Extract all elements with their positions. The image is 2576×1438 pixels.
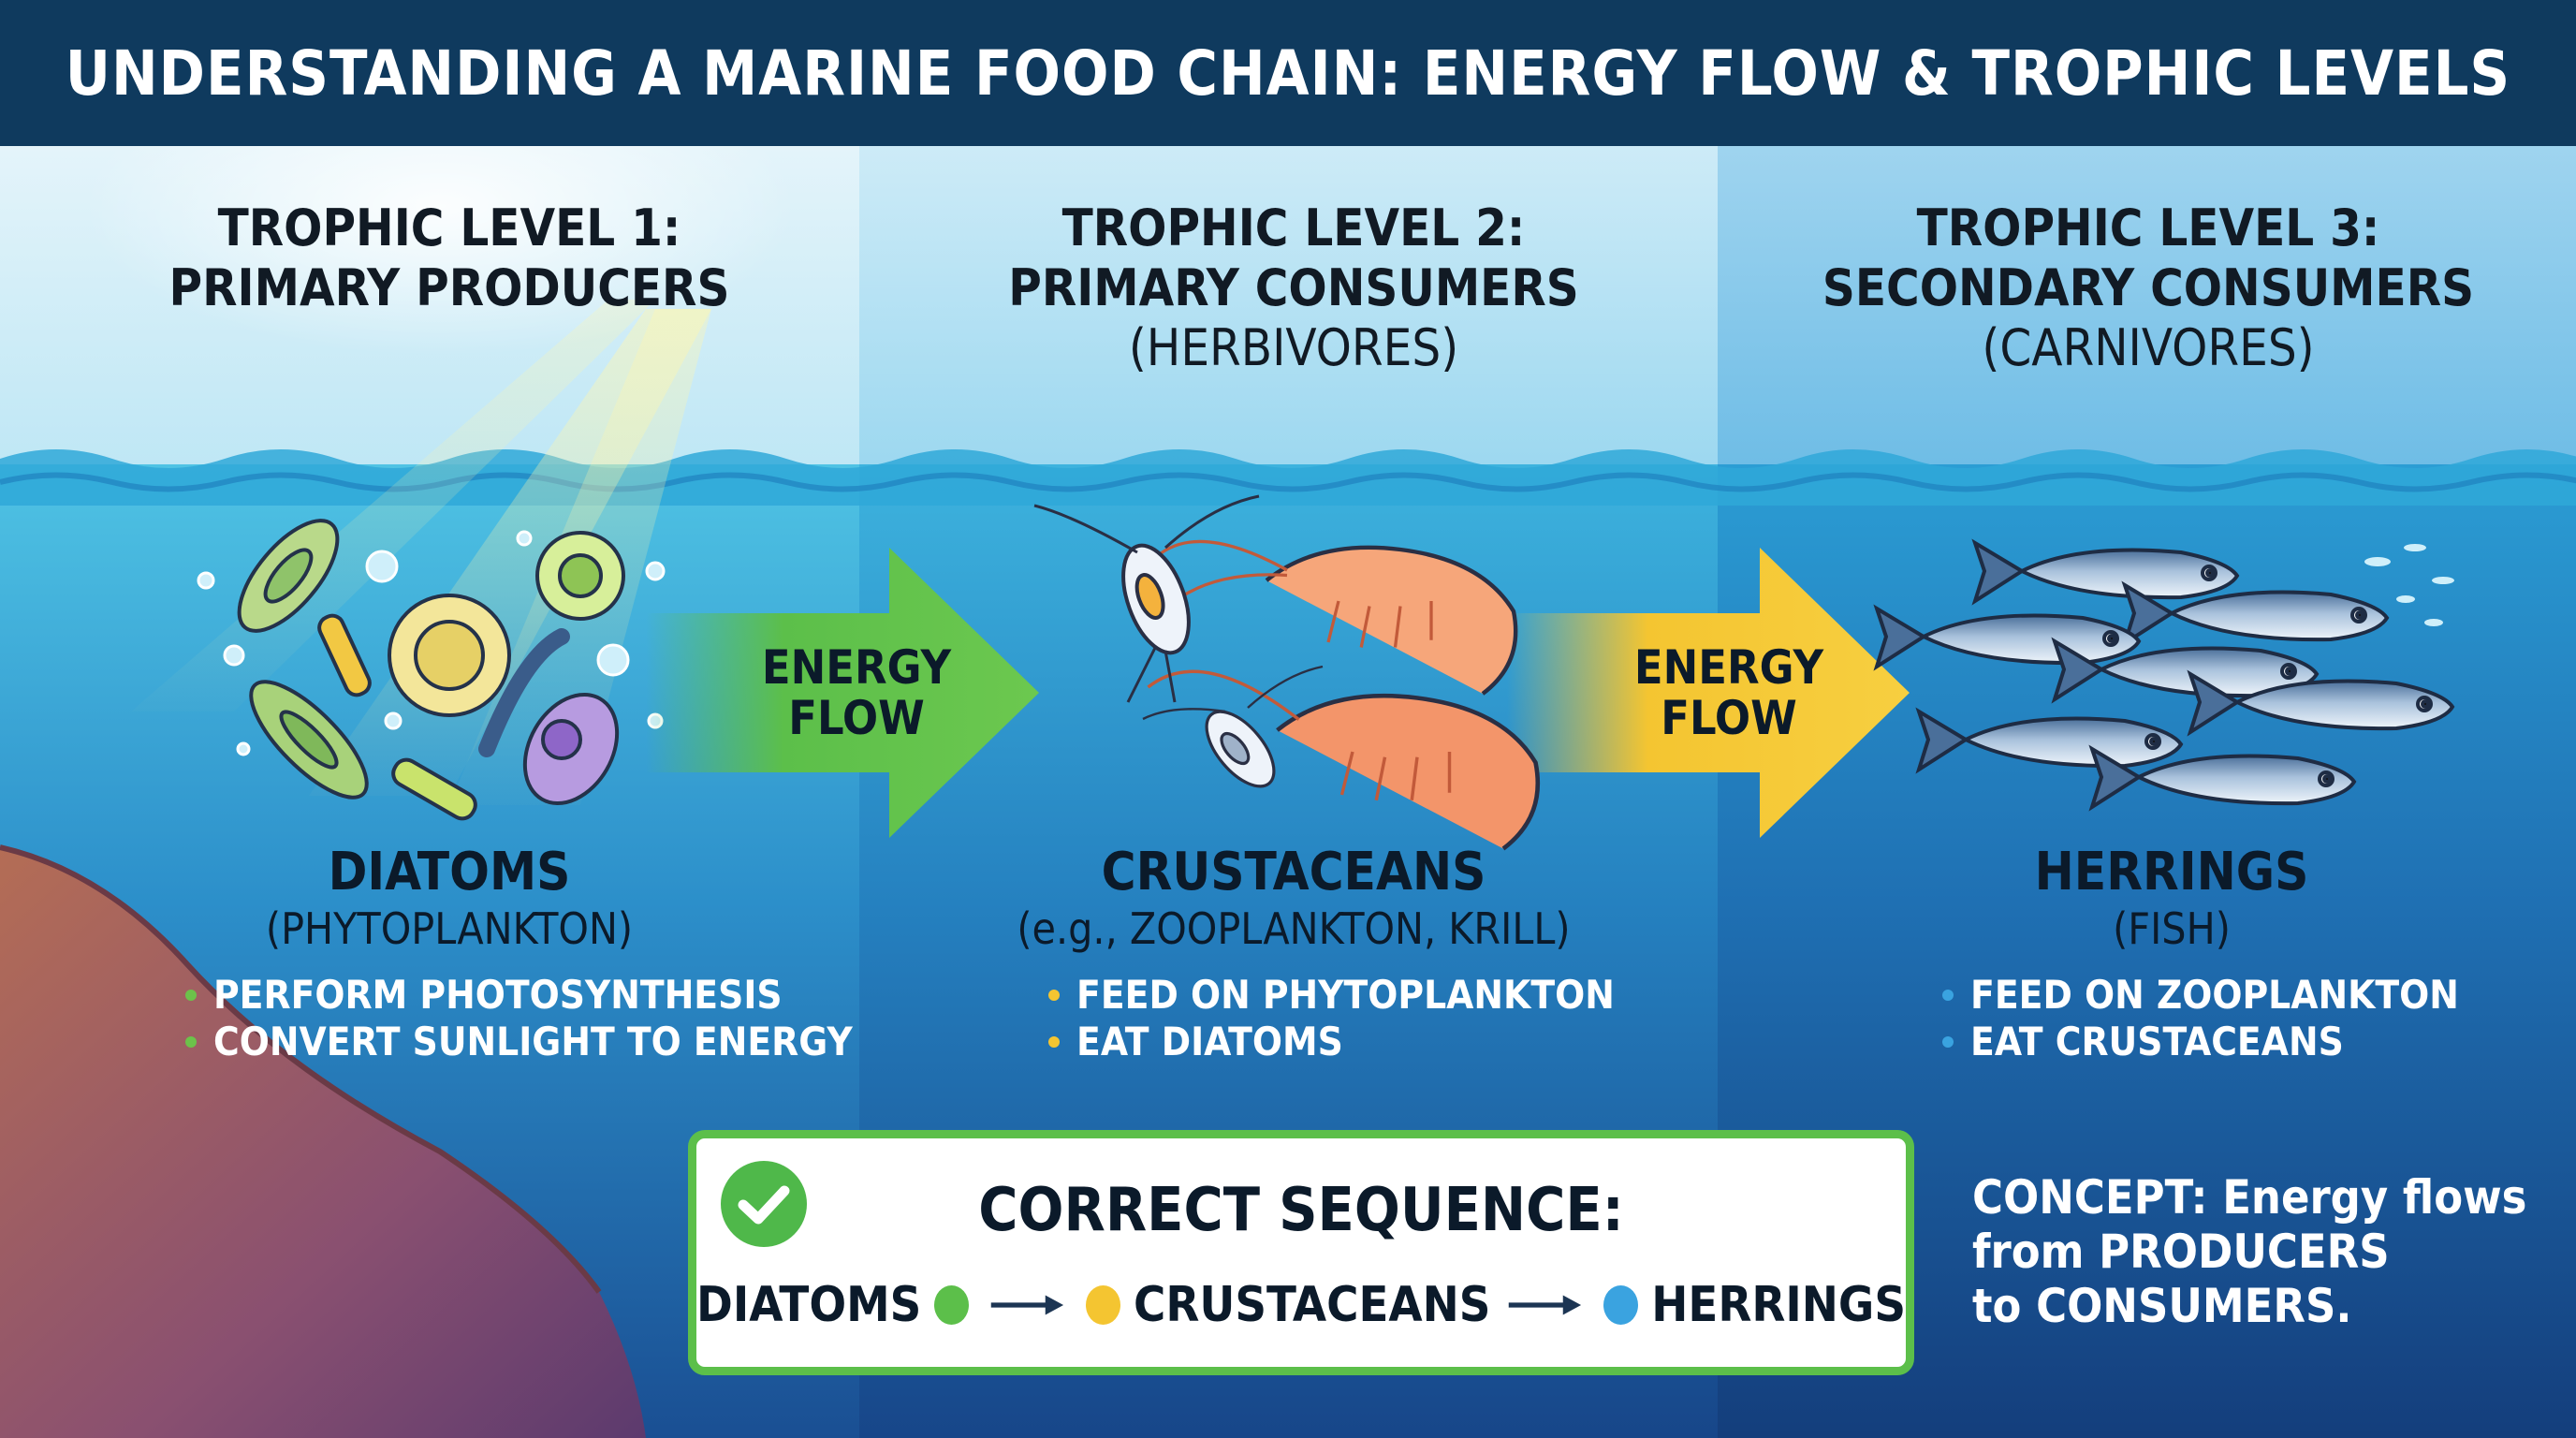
level-3-heading-line1: TROPHIC LEVEL 3:: [1916, 198, 2380, 257]
fact-text: EAT DIATOMS: [1076, 1019, 1343, 1064]
level-3-heading: TROPHIC LEVEL 3: SECONDARY CONSUMERS (CA…: [1774, 198, 2523, 378]
bullet-dot: [185, 1036, 197, 1048]
fact-item: FEED ON PHYTOPLANKTON: [1048, 972, 1615, 1019]
fact-item: PERFORM PHOTOSYNTHESIS: [185, 972, 853, 1019]
blue-dot-icon: [1603, 1285, 1639, 1325]
level-3-facts: FEED ON ZOOPLANKTON EAT CRUSTACEANS: [1942, 972, 2459, 1065]
organism-1-subtitle: (PHYTOPLANKTON): [265, 903, 634, 954]
bullet-dot: [1048, 1036, 1060, 1048]
organism-1-name: DIATOMS: [328, 842, 571, 902]
concept-line-1: CONCEPT: Energy flows: [1972, 1170, 2527, 1225]
bullet-dot: [1942, 990, 1954, 1001]
fact-text: FEED ON ZOOPLANKTON: [1970, 972, 2459, 1018]
energy-flow-arrow-2: [1507, 548, 1910, 838]
fact-text: PERFORM PHOTOSYNTHESIS: [213, 972, 783, 1018]
energy-flow-label-1-line2: FLOW: [788, 691, 925, 745]
level-2-heading-line2: PRIMARY CONSUMERS: [1008, 258, 1579, 317]
level-2-facts: FEED ON PHYTOPLANKTON EAT DIATOMS: [1048, 972, 1615, 1065]
concept-note: CONCEPT: Energy flows from PRODUCERS to …: [1972, 1170, 2526, 1333]
fact-item: CONVERT SUNLIGHT TO ENERGY: [185, 1019, 853, 1065]
fact-text: EAT CRUSTACEANS: [1970, 1019, 2344, 1064]
fact-item: EAT DIATOMS: [1048, 1019, 1615, 1065]
fact-text: CONVERT SUNLIGHT TO ENERGY: [213, 1019, 853, 1064]
arrow-right-icon: [991, 1295, 1064, 1315]
green-dot-icon: [934, 1285, 970, 1325]
energy-flow-label-1-line1: ENERGY: [761, 640, 952, 695]
sequence-item-herrings: HERRINGS: [1651, 1277, 1907, 1333]
organism-1: DIATOMS (PHYTOPLANKTON): [75, 843, 824, 955]
organism-2-subtitle: (e.g., ZOOPLANKTON, KRILL): [1017, 903, 1571, 954]
bullet-dot: [185, 990, 197, 1001]
page-title: UNDERSTANDING A MARINE FOOD CHAIN: ENERG…: [65, 37, 2511, 110]
energy-flow-label-1: ENERGY FLOW: [749, 642, 964, 743]
level-1-heading-line2: PRIMARY PRODUCERS: [168, 258, 730, 317]
concept-line-3: to CONSUMERS.: [1972, 1279, 2352, 1333]
level-2-heading: TROPHIC LEVEL 2: PRIMARY CONSUMERS (HERB…: [919, 198, 1668, 378]
energy-flow-label-2-line2: FLOW: [1661, 691, 1797, 745]
energy-flow-label-2-line1: ENERGY: [1633, 640, 1824, 695]
sequence-title: CORRECT SEQUENCE:: [978, 1176, 1624, 1245]
title-bar: UNDERSTANDING A MARINE FOOD CHAIN: ENERG…: [0, 0, 2576, 146]
organism-3-subtitle: (FISH): [2113, 903, 2231, 954]
level-2-heading-line3: (HERBIVORES): [1128, 318, 1459, 377]
level-1-heading-line1: TROPHIC LEVEL 1:: [217, 198, 681, 257]
level-1-heading: TROPHIC LEVEL 1: PRIMARY PRODUCERS: [75, 198, 824, 318]
bullet-dot: [1048, 990, 1060, 1001]
fact-text: FEED ON PHYTOPLANKTON: [1076, 972, 1615, 1018]
organism-2: CRUSTACEANS (e.g., ZOOPLANKTON, KRILL): [919, 843, 1668, 955]
arrow-right-icon: [1509, 1295, 1582, 1315]
sequence-item-crustaceans: CRUSTACEANS: [1134, 1277, 1491, 1333]
energy-flow-arrow-1: [646, 548, 1039, 838]
herring-school-illustration: [1873, 538, 2455, 812]
level-3-heading-line2: SECONDARY CONSUMERS: [1822, 258, 2475, 317]
energy-flow-label-2: ENERGY FLOW: [1621, 642, 1837, 743]
level-3-heading-line3: (CARNIVORES): [1982, 318, 2315, 377]
crustacean-illustration: [1033, 494, 1541, 851]
bullet-dot: [1942, 1036, 1954, 1048]
concept-line-2: from PRODUCERS: [1972, 1225, 2390, 1279]
phytoplankton-illustration: [197, 519, 666, 821]
organism-2-name: CRUSTACEANS: [1101, 842, 1486, 902]
sequence-row: DIATOMS CRUSTACEANS HERRINGS: [696, 1277, 1906, 1333]
organism-3: HERRINGS (FISH): [1797, 843, 2546, 955]
level-1-facts: PERFORM PHOTOSYNTHESIS CONVERT SUNLIGHT …: [185, 972, 853, 1065]
check-circle-icon: [721, 1161, 807, 1247]
fact-item: FEED ON ZOOPLANKTON: [1942, 972, 2459, 1019]
sequence-item-diatoms: DIATOMS: [696, 1277, 922, 1333]
organism-3-name: HERRINGS: [2034, 842, 2309, 902]
fact-item: EAT CRUSTACEANS: [1942, 1019, 2459, 1065]
level-2-heading-line1: TROPHIC LEVEL 2:: [1061, 198, 1526, 257]
yellow-dot-icon: [1086, 1285, 1120, 1325]
correct-sequence-box: CORRECT SEQUENCE: DIATOMS CRUSTACEANS HE…: [688, 1130, 1914, 1375]
